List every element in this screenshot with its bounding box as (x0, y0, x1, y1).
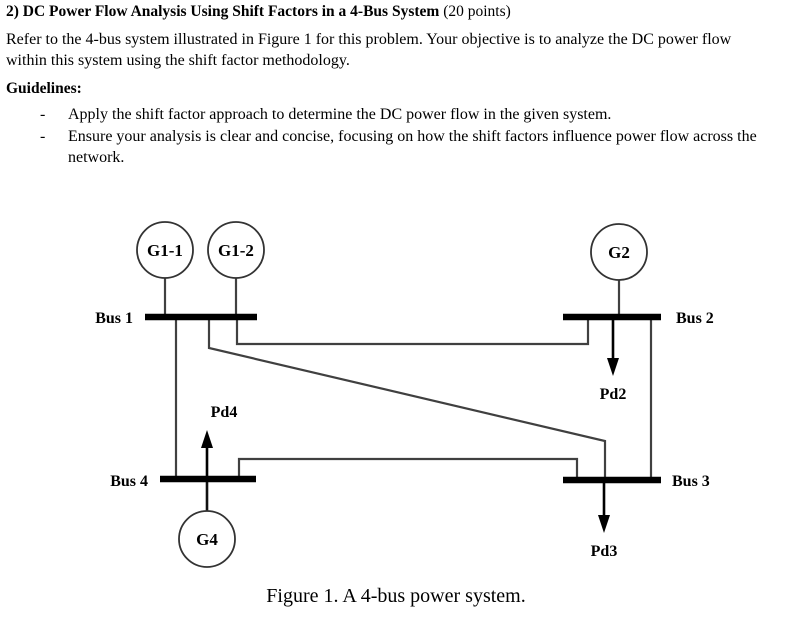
figure-caption: Figure 1. A 4-bus power system. (266, 585, 526, 607)
bullet-marker: - (40, 128, 46, 145)
generator-label-g1-2: G1-2 (218, 241, 254, 260)
bus-label-bus2: Bus 2 (676, 310, 714, 327)
transmission-lines (163, 278, 653, 517)
generator-symbols (136, 221, 648, 568)
question-title: 2) DC Power Flow Analysis Using Shift Fa… (6, 2, 781, 22)
load-label-pd3: Pd3 (591, 543, 618, 560)
question-intro: Refer to the 4-bus system illustrated in… (6, 31, 732, 69)
question-points: (20 points) (443, 3, 511, 20)
arrow-head-pd4 (201, 430, 213, 448)
arrow-head-pd2 (607, 358, 619, 376)
generator-label-g4: G4 (196, 530, 218, 549)
arrow-head-pd3 (598, 515, 610, 533)
guidelines-heading: Guidelines: (6, 80, 82, 97)
bus-bars (145, 313, 661, 484)
generator-label-g2: G2 (608, 243, 630, 262)
question-number: 2) (6, 3, 19, 20)
list-item: - Apply the shift factor approach to det… (6, 104, 768, 125)
list-item: - Ensure your analysis is clear and conc… (6, 126, 768, 168)
bus-label-bus4: Bus 4 (110, 473, 148, 490)
generator-label-g1-1: G1-1 (147, 241, 183, 260)
load-label-pd2: Pd2 (600, 386, 627, 403)
bus-label-bus1: Bus 1 (95, 310, 133, 327)
figure-1: G1-1 G1-2 G2 G4 Bus 1 Bus 2 Bus 3 Bus 4 … (0, 205, 792, 634)
generator-circle-g2 (590, 223, 648, 281)
line-bus1-bus3 (207, 317, 607, 480)
line-bus4-bus3 (237, 457, 579, 480)
bullet-marker: - (40, 106, 46, 123)
bus-label-bus3: Bus 3 (672, 473, 710, 490)
generator-circle-g1-1 (136, 221, 194, 279)
generator-circle-g4 (178, 510, 236, 568)
question-text-block: 2) DC Power Flow Analysis Using Shift Fa… (6, 2, 781, 169)
power-system-diagram: G1-1 G1-2 G2 G4 Bus 1 Bus 2 Bus 3 Bus 4 … (95, 221, 714, 568)
generator-circle-g1-2 (207, 221, 265, 279)
load-label-pd4: Pd4 (211, 404, 238, 421)
question-title-text: DC Power Flow Analysis Using Shift Facto… (22, 3, 440, 20)
guideline-text: Ensure your analysis is clear and concis… (68, 128, 757, 166)
line-bus1-bus2 (235, 317, 590, 346)
guidelines-list: - Apply the shift factor approach to det… (6, 104, 781, 168)
load-arrows (201, 317, 619, 533)
guideline-text: Apply the shift factor approach to deter… (68, 106, 612, 123)
